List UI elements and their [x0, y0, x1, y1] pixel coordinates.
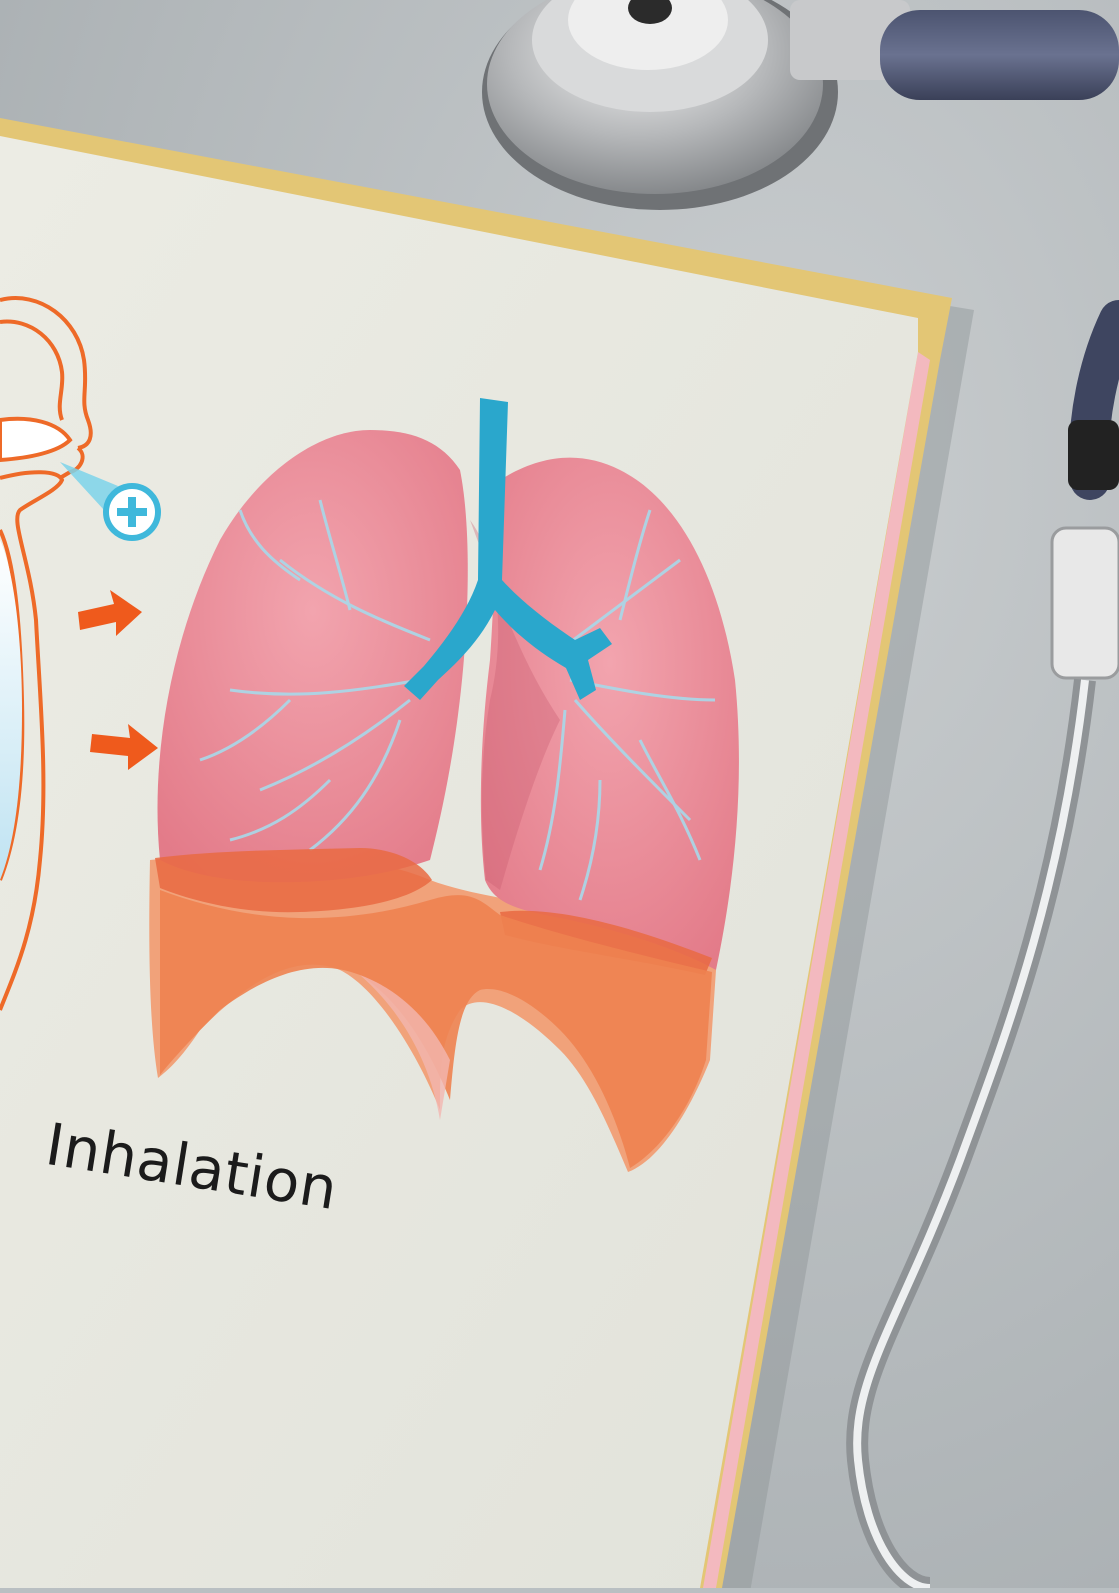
photo-scene: Inhalation [0, 0, 1119, 1588]
scene-illustration [0, 0, 1119, 1588]
